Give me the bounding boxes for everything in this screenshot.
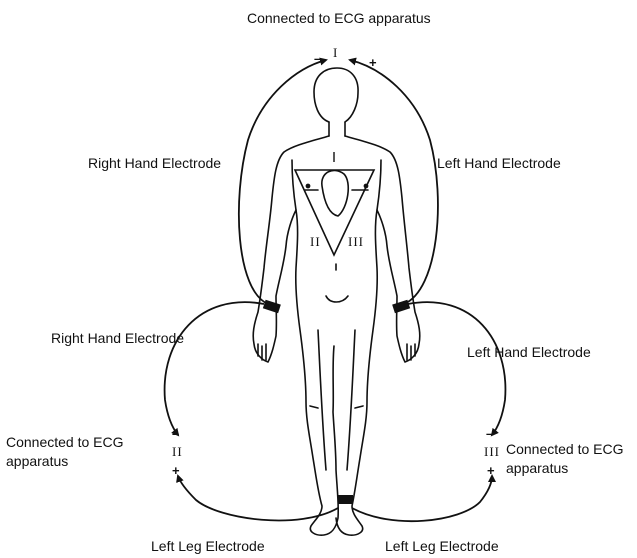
left-connection-label-line2: apparatus xyxy=(6,452,68,470)
right-hand-fingers xyxy=(258,344,266,360)
right-inner-arm xyxy=(292,160,296,210)
lead-two-minus-sign: – xyxy=(172,427,179,440)
lead-one-minus-sign: – xyxy=(314,52,321,65)
right-connection-label-line1: Connected to ECG xyxy=(506,440,624,458)
human-figure xyxy=(253,68,420,535)
right-hand-electrode-upper-label: Right Hand Electrode xyxy=(88,154,221,172)
lead-one-plus-sign: + xyxy=(369,56,377,69)
lead-three-label: III xyxy=(484,445,500,458)
figure-neck xyxy=(329,122,345,136)
wire-left-hand-to-lead-one xyxy=(350,60,438,304)
lead-two-label: II xyxy=(172,445,183,458)
left-leg-electrode-cuff xyxy=(338,495,353,504)
leg-inner-lines xyxy=(318,330,355,470)
left-hand-electrode-lower-label: Left Hand Electrode xyxy=(467,343,591,361)
figure-head xyxy=(314,68,358,122)
wire-left-hand-to-lead-three xyxy=(408,302,505,435)
left-hand-fingers xyxy=(407,344,415,360)
figure-body-left-outline xyxy=(253,136,338,535)
lead-one-label: I xyxy=(333,46,338,59)
knee-lines xyxy=(310,406,363,408)
triangle-lead-two-label: II xyxy=(310,235,321,248)
right-hand-electrode-lower-label: Right Hand Electrode xyxy=(51,329,184,347)
left-hand-electrode-upper-label: Left Hand Electrode xyxy=(437,154,561,172)
left-leg-electrode-right-label: Left Leg Electrode xyxy=(385,537,499,555)
wire-left-leg-to-lead-two xyxy=(178,476,338,520)
left-inner-arm xyxy=(377,160,381,210)
lead-three-minus-sign: – xyxy=(486,427,493,440)
heart-shape xyxy=(322,170,348,216)
top-connection-label: Connected to ECG apparatus xyxy=(247,9,431,27)
triangle-lead-three-label: III xyxy=(348,235,364,248)
torso-details xyxy=(326,264,348,302)
left-connection-label-line1: Connected to ECG xyxy=(6,433,124,451)
wire-right-hand-to-lead-two xyxy=(165,302,264,435)
right-nipple xyxy=(306,184,309,187)
left-leg-electrode-left-label: Left Leg Electrode xyxy=(151,537,265,555)
figure-body-right-outline xyxy=(336,136,420,535)
lead-two-plus-sign: + xyxy=(172,464,180,477)
lead-three-plus-sign: + xyxy=(487,464,495,477)
right-connection-label-line2: apparatus xyxy=(506,459,568,477)
wire-left-leg-to-lead-three xyxy=(352,476,492,521)
